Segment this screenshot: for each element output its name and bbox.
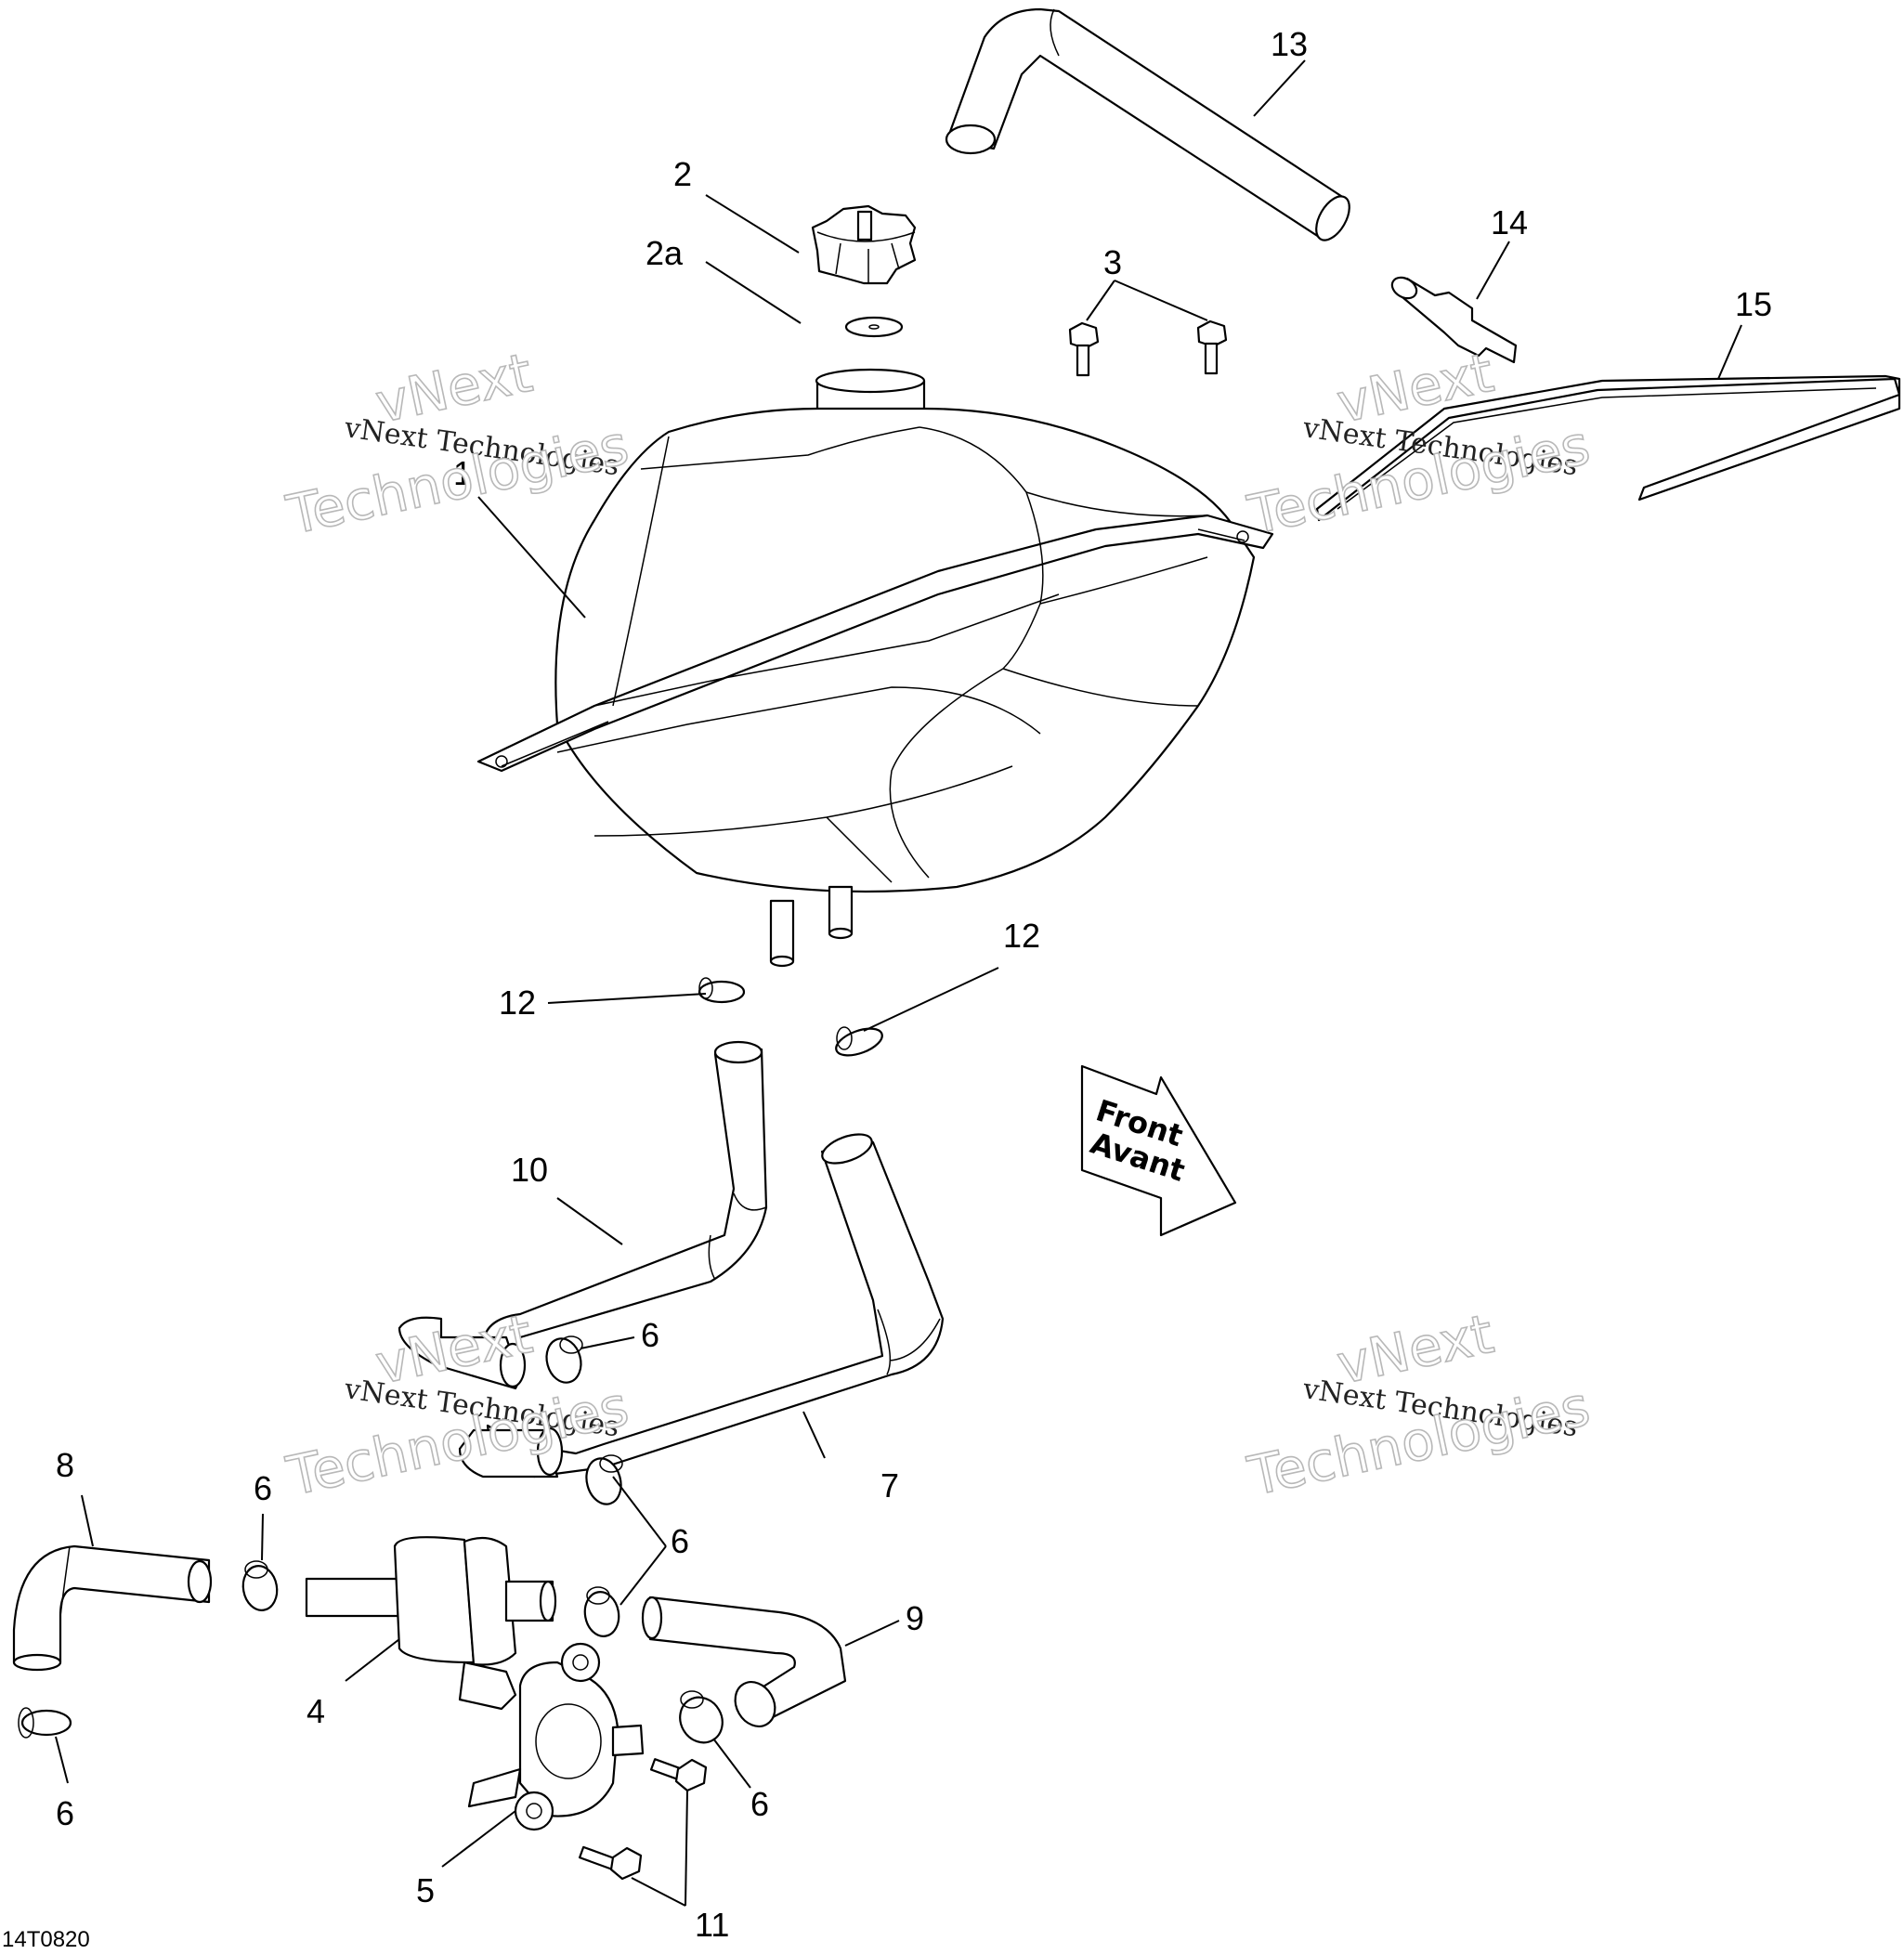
callout-8: 8 [56, 1446, 74, 1484]
part-15-seal-strip [1315, 374, 1901, 522]
part-6-clamp-f [18, 1707, 72, 1739]
callout-12-right: 12 [1003, 917, 1040, 955]
part-6-clamp-a [545, 1335, 583, 1384]
watermark-upper-left: vNext vNext Technologies Technologies [280, 340, 634, 548]
leader-lines [55, 59, 1742, 1907]
callout-6-upper: 6 [641, 1316, 659, 1354]
part-10-hose [398, 1040, 768, 1390]
watermark-lower-right: vNext vNext Technologies Technologies [1242, 1301, 1596, 1509]
callout-7: 7 [880, 1466, 899, 1505]
front-direction-arrow: Front Avant [1080, 1064, 1237, 1237]
callout-14: 14 [1491, 203, 1528, 241]
watermark-lower-left: vNext vNext Technologies Technologies [280, 1301, 634, 1509]
callout-2a: 2a [646, 234, 684, 272]
callout-13: 13 [1271, 25, 1308, 63]
part-3-bolts [1068, 319, 1228, 377]
callout-1: 1 [453, 454, 472, 492]
watermark-upper-right: vNext vNext Technologies Technologies [1242, 340, 1596, 548]
part-7-hose [458, 1133, 945, 1479]
part-6-clamp-b [585, 1454, 623, 1505]
part-6-clamp-d [583, 1586, 620, 1637]
part-12-clamp-right [835, 1026, 883, 1057]
part-1-fuel-tank [476, 368, 1274, 968]
part-4-fuel-valve [458, 1642, 645, 1831]
part-14-connector [1390, 276, 1518, 364]
callout-2: 2 [673, 155, 692, 193]
part-6-clamp-e [679, 1690, 724, 1744]
part-5-fuel-filter [305, 1536, 557, 1666]
part-2-fuel-cap [811, 204, 917, 285]
part-12-clamp-left [698, 977, 746, 1004]
part-6-clamp-c [241, 1560, 279, 1611]
callout-12-left: 12 [499, 984, 536, 1022]
callout-15: 15 [1735, 285, 1772, 323]
part-2a-gasket [844, 316, 904, 338]
part-13-vent-hose [945, 7, 1350, 241]
callout-6-bottom: 6 [56, 1794, 74, 1832]
callout-6-lower: 6 [750, 1785, 769, 1823]
callout-5: 4 [306, 1692, 325, 1730]
callout-6-mid: 6 [671, 1522, 689, 1560]
callout-10: 10 [511, 1151, 548, 1189]
figure-code: 14T0820 [2, 1927, 90, 1952]
callout-4: 5 [416, 1871, 435, 1909]
part-11-bolts [578, 1758, 708, 1881]
part-8-hose [12, 1544, 213, 1672]
callout-11: 11 [695, 1906, 729, 1944]
callout-labels: 2 2a 3 13 14 15 1 12 12 10 6 7 8 6 6 9 4… [56, 25, 1772, 1944]
callout-6-left: 6 [254, 1469, 272, 1507]
part-9-hose [641, 1596, 847, 1727]
callout-9: 9 [906, 1599, 924, 1637]
callout-3: 3 [1103, 243, 1122, 281]
